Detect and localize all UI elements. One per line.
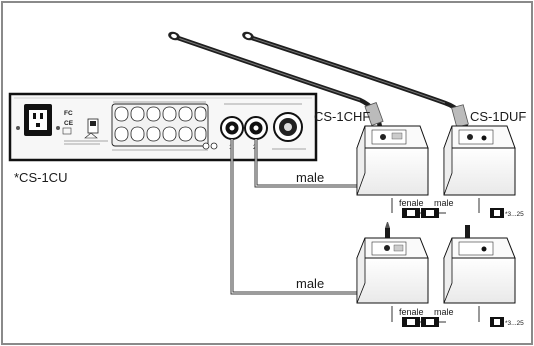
- button-icon: [391, 132, 403, 140]
- level-knob[interactable]: [210, 142, 218, 150]
- power-switch[interactable]: [84, 118, 99, 139]
- label-connector-lower-left: fenale: [399, 307, 424, 317]
- fc-mark: FC: [64, 110, 73, 117]
- mic-socket-icon: [380, 134, 386, 140]
- gooseneck-microphone-delegate: [242, 31, 469, 131]
- output-port-1[interactable]: [220, 116, 244, 140]
- connector-chain-upper: [490, 208, 504, 218]
- button-icon: [393, 244, 404, 252]
- flush-unit-chairman-lower: [356, 222, 429, 322]
- home-icon: [84, 132, 98, 139]
- mic-socket-icon: [384, 245, 390, 251]
- level-knob[interactable]: [202, 142, 210, 150]
- output-port-2[interactable]: [244, 116, 268, 140]
- flush-unit-delegate-upper: [443, 125, 516, 213]
- label-cable-lower: male: [296, 276, 324, 291]
- label-delegate-unit: CS-1DUF: [470, 109, 526, 124]
- connector-chain-lower: [490, 317, 504, 327]
- label-chain-count-lower: *3...25: [505, 320, 524, 327]
- flush-unit-chairman-upper: [356, 125, 429, 213]
- control-unit-rear-panel: FC CE: [8, 92, 318, 162]
- recycle-icon: [62, 127, 72, 135]
- mic-socket-icon: [467, 134, 473, 140]
- label-chairman-unit: CS-1CHF: [314, 109, 370, 124]
- rear-connector-bank: [111, 101, 209, 151]
- connector-pair-lower: [402, 317, 439, 327]
- ce-mark: CE: [64, 120, 74, 127]
- label-chain-count-upper: *3...25: [505, 211, 524, 218]
- label-connector-upper-right: male: [434, 198, 454, 208]
- label-connector-lower-right: male: [434, 307, 454, 317]
- external-connector[interactable]: [273, 112, 303, 142]
- label-connector-upper-left: fenale: [399, 198, 424, 208]
- button-icon: [481, 246, 487, 252]
- flush-unit-delegate-lower: [443, 225, 516, 322]
- label-cable-upper: male: [296, 170, 324, 185]
- gooseneck-microphone-chairman: [168, 31, 384, 131]
- power-socket-icon: [16, 104, 60, 136]
- connector-pair-upper: [402, 208, 439, 218]
- label-control-unit: *CS-1CU: [14, 170, 67, 185]
- button-icon: [481, 135, 487, 141]
